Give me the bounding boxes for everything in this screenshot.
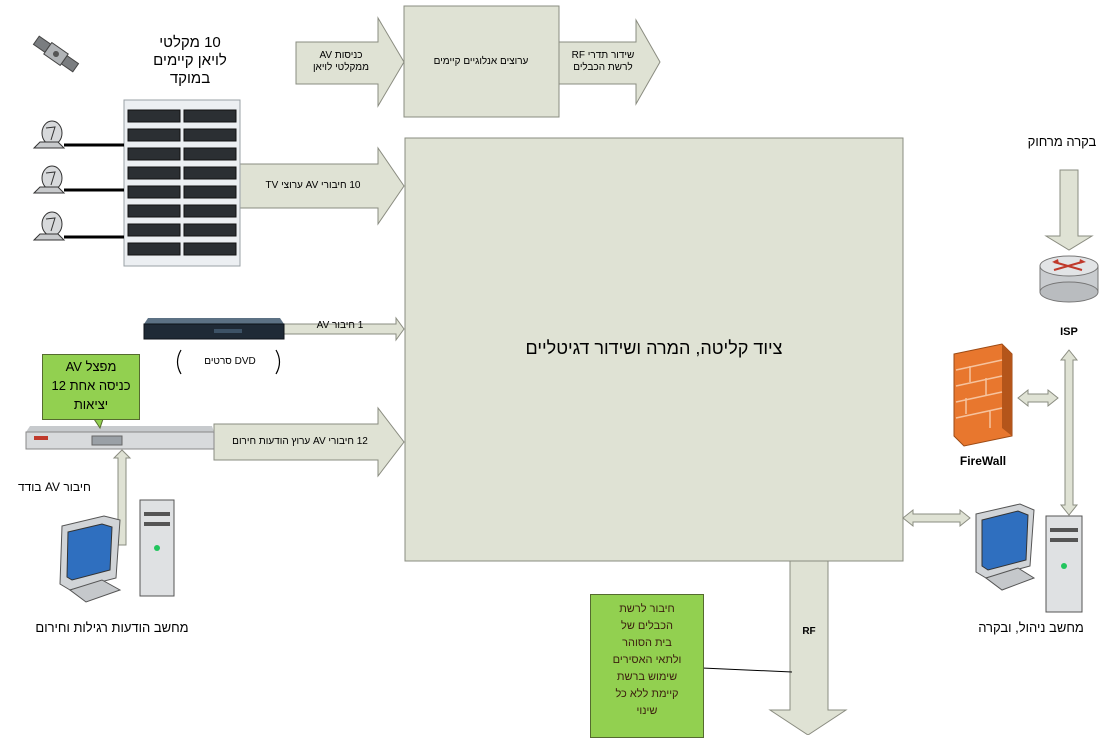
dish-icon xyxy=(32,120,66,149)
rack-unit xyxy=(183,147,237,161)
remote-control-arrow xyxy=(1044,169,1094,251)
callout-line: שינוי xyxy=(636,705,658,717)
dish-icon xyxy=(32,165,66,194)
callout-line: כניסה אחת 12 xyxy=(51,378,131,393)
messages-pc-label: מחשב הודעות רגילות וחירום xyxy=(35,620,189,635)
rack-unit xyxy=(183,223,237,237)
callout-line: יציאות xyxy=(73,397,109,412)
messages-pc-monitor-icon xyxy=(59,515,122,603)
firewall-icon xyxy=(953,343,1013,447)
emergency-arrow-label: 12 חיבורי AV ערוץ הודעות חירום xyxy=(232,436,368,447)
messages-pc-tower-icon xyxy=(139,499,175,597)
callout-line: ולתאי האסירים xyxy=(612,654,682,666)
satellite-receivers-label: 10 מקלטי לויאן קיימים במוקד xyxy=(138,34,242,88)
rack-unit xyxy=(183,185,237,199)
callout-line: בית הסוהר xyxy=(622,637,672,649)
label-line: במוקד xyxy=(169,70,211,87)
remote-control-label: בקרה מרחוק xyxy=(1027,134,1097,149)
rf-label: RF xyxy=(802,626,816,637)
inputs-arrow-label: כניסות AV ממקלטי לויאן xyxy=(312,50,370,73)
main-box-label: ציוד קליטה, המרה ושידור דגיטליים xyxy=(525,338,783,358)
mgmt-pc-tower-icon xyxy=(1045,515,1083,613)
dish-antennas xyxy=(32,120,124,241)
analog-channels-box xyxy=(403,5,560,118)
main-equipment-box xyxy=(404,137,904,562)
isp-link-arrow xyxy=(1059,349,1079,516)
dvd-arrow xyxy=(281,316,405,342)
rack-unit xyxy=(127,109,181,123)
tv-arrow-label: 10 חיבורי AV ערוצי TV xyxy=(265,180,361,191)
rack-unit xyxy=(183,204,237,218)
analog-box-label: ערוצים אנלוגיים קיימים xyxy=(433,56,529,67)
dvd-player-icon xyxy=(143,318,285,340)
label-line: 10 מקלטי xyxy=(159,34,221,51)
receiver-rack xyxy=(123,99,241,267)
callout-line: חיבור לרשת xyxy=(619,603,675,615)
rack-unit xyxy=(127,166,181,180)
callout-leader-line xyxy=(701,667,793,673)
rf-out-arrow xyxy=(558,18,661,106)
callout-line: מפצל AV xyxy=(65,359,117,374)
rack-unit xyxy=(183,242,237,256)
rf-down-arrow xyxy=(768,560,848,735)
callout-line: קיימת ללא כל xyxy=(615,688,679,700)
callout-line: הכבלים של xyxy=(621,620,673,632)
tv-channels-arrow xyxy=(239,146,405,226)
isp-label: ISP xyxy=(1060,326,1078,338)
mgmt-pc-monitor-icon xyxy=(975,503,1036,591)
rack-unit xyxy=(127,185,181,199)
firewall-link-arrow xyxy=(1017,388,1059,408)
rack-unit xyxy=(127,223,181,237)
splitter-callout: מפצל AV כניסה אחת 12 יציאות xyxy=(42,354,140,420)
satellite-icon xyxy=(32,35,80,73)
rack-unit xyxy=(183,166,237,180)
mgmt-pc-label: מחשב ניהול, ובקרה xyxy=(978,620,1084,635)
inputs-arrow xyxy=(295,16,405,108)
dvd-label: DVD סרטים xyxy=(204,356,256,367)
separate-av-label: חיבור AV בודד xyxy=(18,480,91,494)
rack-unit xyxy=(183,128,237,142)
rf-out-arrow-label: שידור תדרי RF לרשת הכבלים xyxy=(571,50,635,73)
rack-unit xyxy=(127,204,181,218)
dvd-arrow-label: 1 חיבור AV xyxy=(316,320,364,331)
cable-network-callout: חיבור לרשת הכבלים של בית הסוהר ולתאי האס… xyxy=(590,594,704,738)
rack-unit xyxy=(127,147,181,161)
firewall-label: FireWall xyxy=(959,454,1007,468)
rack-unit xyxy=(183,109,237,123)
emergency-arrow xyxy=(213,406,405,478)
callout-line: שימוש ברשת xyxy=(616,671,678,683)
router-icon xyxy=(1039,255,1099,303)
av-splitter-icon xyxy=(25,426,215,450)
dish-icon xyxy=(32,211,66,241)
rack-unit xyxy=(127,128,181,142)
rack-unit xyxy=(127,242,181,256)
label-line: לויאן קיימים xyxy=(153,52,227,69)
mgmt-link-arrow xyxy=(902,508,971,528)
